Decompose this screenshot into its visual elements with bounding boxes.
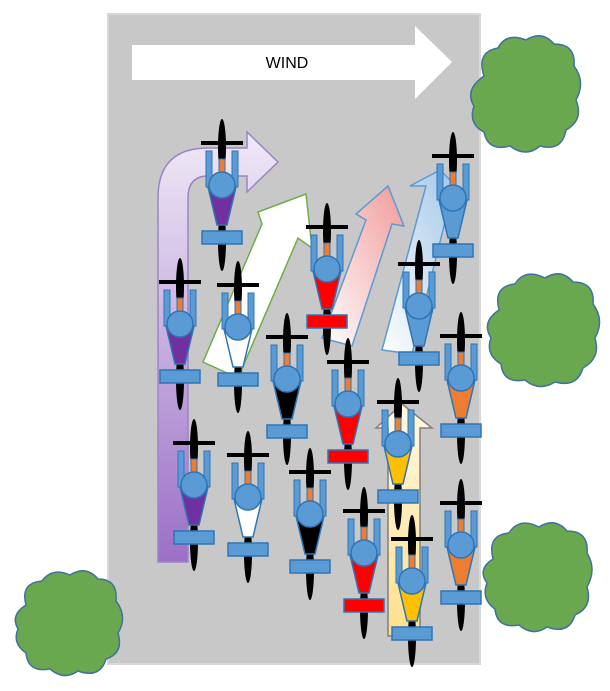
bush-middle-right xyxy=(486,273,601,388)
rider-yellow xyxy=(391,515,433,667)
rider-white xyxy=(217,261,259,413)
rider-orange xyxy=(440,312,482,464)
rider-blue xyxy=(432,132,474,284)
rider-blue xyxy=(398,240,440,392)
rider-white xyxy=(227,431,269,583)
wind-label: WIND xyxy=(266,55,309,72)
red-flow-arrow xyxy=(321,184,406,347)
rider-black xyxy=(266,313,308,465)
rider-black xyxy=(289,448,331,600)
wind-arrow: WIND xyxy=(132,26,452,99)
rider-red xyxy=(327,338,369,490)
rider-red xyxy=(343,487,385,639)
rider-purple xyxy=(201,119,243,271)
rider-purple xyxy=(173,419,215,571)
bush-top-right xyxy=(469,35,582,153)
purple-flow-arrow xyxy=(157,130,280,563)
rider-red xyxy=(306,203,348,355)
rider-orange xyxy=(440,479,482,631)
rider-purple xyxy=(159,258,201,410)
bush-bottom-right xyxy=(482,522,593,633)
bush-bottom-left xyxy=(14,570,124,677)
rider-yellow xyxy=(377,378,419,530)
